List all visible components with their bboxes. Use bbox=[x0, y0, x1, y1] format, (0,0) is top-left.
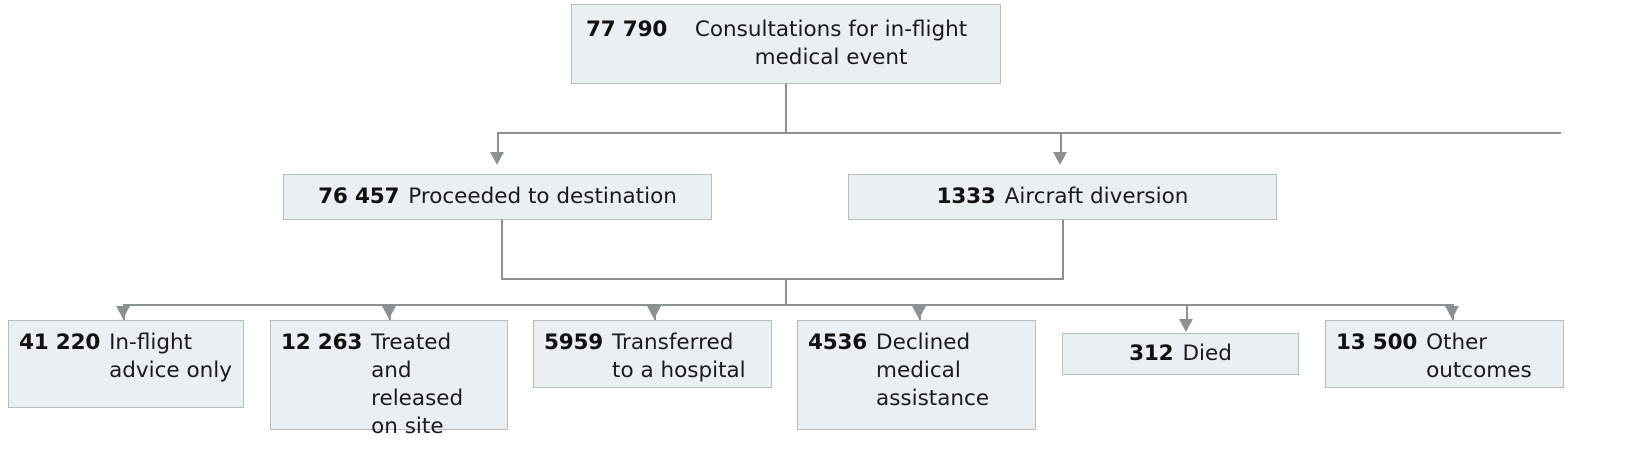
connector-diversion-out bbox=[1062, 220, 1064, 279]
node-diversion-count: 1333 bbox=[936, 184, 996, 210]
connector-root-stem bbox=[785, 84, 787, 133]
connector-merge-bus bbox=[501, 278, 1064, 280]
arrow-to-other bbox=[1445, 306, 1459, 319]
node-treated-count: 12 263 bbox=[281, 330, 363, 355]
arrow-to-diversion bbox=[1053, 152, 1067, 165]
connector-proceeded-drop bbox=[497, 132, 499, 154]
connector-diversion-drop bbox=[1060, 132, 1062, 154]
node-died[interactable]: 312 Died bbox=[1062, 333, 1299, 375]
arrow-to-proceeded bbox=[490, 152, 504, 165]
node-consultations-label: Consultations for in-flight medical even… bbox=[694, 17, 968, 70]
node-diversion-label: Aircraft diversion bbox=[1004, 184, 1189, 210]
node-proceeded-label: Proceeded to destination bbox=[408, 184, 677, 210]
arrow-to-died bbox=[1179, 319, 1193, 332]
arrow-to-advice bbox=[116, 306, 130, 319]
node-other-count: 13 500 bbox=[1336, 330, 1418, 355]
node-consultations-count: 77 790 bbox=[586, 17, 668, 43]
arrow-to-treated bbox=[382, 306, 396, 319]
connector-merge-stem bbox=[785, 278, 787, 306]
arrow-to-hospital bbox=[647, 306, 661, 319]
connector-proceeded-out bbox=[501, 220, 503, 279]
node-died-count: 312 bbox=[1129, 341, 1174, 367]
arrow-to-declined bbox=[912, 306, 926, 319]
connector-level3-bus bbox=[123, 304, 1453, 306]
connector-level2-bus bbox=[497, 132, 1561, 134]
node-died-label: Died bbox=[1182, 341, 1232, 367]
node-aircraft-diversion[interactable]: 1333 Aircraft diversion bbox=[848, 174, 1277, 220]
node-proceeded-count: 76 457 bbox=[318, 184, 400, 210]
node-proceeded-to-destination[interactable]: 76 457 Proceeded to destination bbox=[283, 174, 712, 220]
connector-drop-died bbox=[1186, 304, 1188, 320]
node-advice-count: 41 220 bbox=[19, 330, 101, 355]
node-hospital-count: 5959 bbox=[544, 330, 604, 355]
node-declined-count: 4536 bbox=[808, 330, 868, 355]
node-consultations[interactable]: 77 790 Consultations for in-flight medic… bbox=[571, 4, 1001, 84]
